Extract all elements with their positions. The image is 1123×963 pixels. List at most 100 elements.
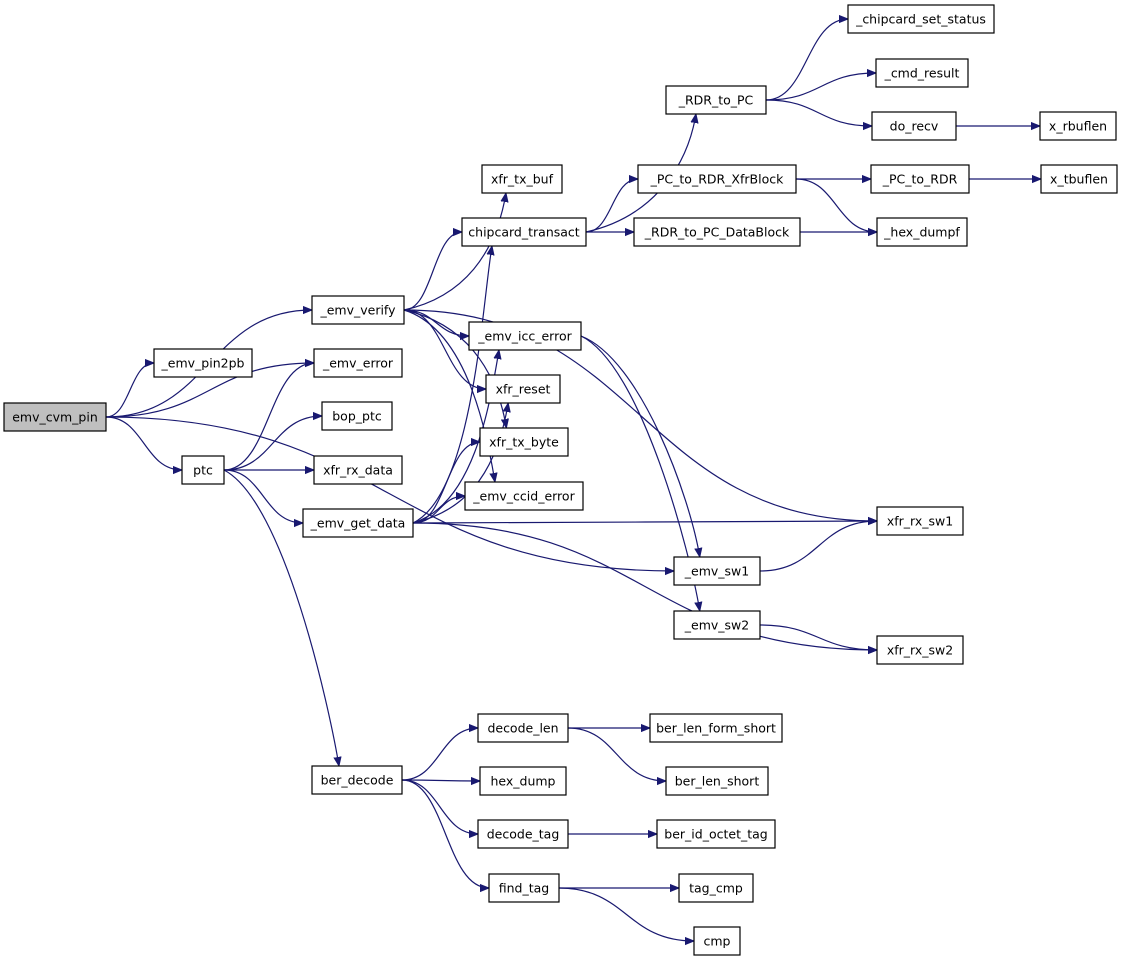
node-box [1040,164,1118,194]
node-label: xfr_tx_byte [489,435,559,450]
node-cmp[interactable]: cmp [693,926,741,956]
edge-emv_cvm_pin-to-_emv_error [105,363,314,418]
node-box [181,455,225,485]
node-_emv_verify[interactable]: _emv_verify [311,295,405,325]
node-label: _cmd_result [884,66,960,81]
node-label: _PC_to_RDR [882,172,958,187]
node-box [481,164,563,194]
node-box [656,819,776,849]
node-_emv_icc_error[interactable]: _emv_icc_error [468,321,582,351]
edge-emv_cvm_pin-to-ptc [105,416,182,470]
node-emv_cvm_pin[interactable]: emv_cvm_pin [3,402,107,432]
node-box [321,401,393,431]
node-box [464,481,584,511]
node-label: tag_cmp [689,881,743,896]
node-label: _emv_get_data [310,516,406,531]
node-box [870,164,970,194]
node-box [477,819,569,849]
node-box [876,635,964,665]
node-box [477,713,569,743]
node-ber_id_octet_tag[interactable]: ber_id_octet_tag [656,819,776,849]
node-label: ber_decode [321,773,394,788]
node-chipcard_transact[interactable]: chipcard_transact [461,217,587,247]
node-label: xfr_reset [496,382,551,397]
node-_emv_sw1[interactable]: _emv_sw1 [673,556,761,586]
node-find_tag[interactable]: find_tag [488,873,560,903]
edge-_emv_get_data-to-chipcard_transact [412,246,492,524]
node-_emv_ccid_error[interactable]: _emv_ccid_error [464,481,584,511]
node-_cmd_result[interactable]: _cmd_result [875,58,969,88]
node-ber_len_form_short[interactable]: ber_len_form_short [649,713,783,743]
node-label: _chipcard_set_status [855,12,986,27]
node-x_tbuflen[interactable]: x_tbuflen [1040,164,1118,194]
node-xfr_rx_sw2[interactable]: xfr_rx_sw2 [876,635,964,665]
node-label: x_rbuflen [1049,119,1107,134]
edge-_emv_get_data-to-_emv_ccid_error [412,496,465,524]
edge-_emv_get_data-to-xfr_rx_sw2 [412,522,877,650]
node-label: find_tag [499,881,549,896]
node-_hex_dumpf[interactable]: _hex_dumpf [876,217,968,247]
node-ptc[interactable]: ptc [181,455,225,485]
node-box [313,348,403,378]
node-x_rbuflen[interactable]: x_rbuflen [1039,111,1117,141]
node-_RDR_to_PC_DataBlock[interactable]: _RDR_to_PC_DataBlock [633,217,801,247]
edge-ber_decode-to-decode_len [401,728,478,781]
node-decode_tag[interactable]: decode_tag [477,819,569,849]
edge-_emv_get_data-to-xfr_rx_sw1 [412,521,877,523]
node-xfr_rx_sw1[interactable]: xfr_rx_sw1 [876,506,964,536]
edge-_emv_get_data-to-xfr_tx_byte [412,442,481,524]
node-label: x_tbuflen [1050,172,1108,187]
node-box [649,713,783,743]
edge-ber_decode-to-hex_dump [401,780,480,781]
node-_RDR_to_PC[interactable]: _RDR_to_PC [665,85,767,115]
node-label: _hex_dumpf [883,225,960,240]
node-do_recv[interactable]: do_recv [871,111,957,141]
edge-_emv_sw1-to-xfr_rx_sw1 [759,521,877,572]
node-label: bop_ptc [332,409,382,424]
node-bop_ptc[interactable]: bop_ptc [321,401,393,431]
edge-_RDR_to_PC-to-do_recv [765,99,872,126]
node-tag_cmp[interactable]: tag_cmp [678,873,754,903]
node-label: emv_cvm_pin [12,410,98,425]
edge-layer [105,19,1041,941]
node-box [311,295,405,325]
edge-chipcard_transact-to-_PC_to_RDR_XfrBlock [585,179,639,233]
node-_emv_error[interactable]: _emv_error [313,348,403,378]
node-box [485,374,561,404]
node-box [678,873,754,903]
node-box [479,766,567,796]
node-box [693,926,741,956]
node-label: _emv_icc_error [477,329,572,344]
node-box [673,610,761,640]
node-_chipcard_set_status[interactable]: _chipcard_set_status [847,4,995,34]
node-xfr_reset[interactable]: xfr_reset [485,374,561,404]
node-ber_decode[interactable]: ber_decode [311,765,403,795]
node-xfr_tx_byte[interactable]: xfr_tx_byte [479,427,569,457]
node-label: _RDR_to_PC [678,93,754,108]
node-_PC_to_RDR_XfrBlock[interactable]: _PC_to_RDR_XfrBlock [637,164,797,194]
edge-_emv_icc_error-to-_emv_sw1 [580,335,700,557]
node-box [665,766,769,796]
node-_emv_get_data[interactable]: _emv_get_data [302,508,414,538]
node-_PC_to_RDR[interactable]: _PC_to_RDR [870,164,970,194]
edge-ptc-to-_emv_error [223,363,314,471]
edge-ptc-to-bop_ptc [223,416,322,471]
edge-_emv_verify-to-xfr_tx_buf [403,193,506,311]
node-box [153,348,253,378]
node-label: _emv_pin2pb [161,356,245,371]
node-ber_len_short[interactable]: ber_len_short [665,766,769,796]
node-xfr_tx_buf[interactable]: xfr_tx_buf [481,164,563,194]
node-box [876,506,964,536]
node-label: _PC_to_RDR_XfrBlock [650,172,784,187]
node-box [468,321,582,351]
node-hex_dump[interactable]: hex_dump [479,766,567,796]
node-decode_len[interactable]: decode_len [477,713,569,743]
node-box [875,58,969,88]
node-label: decode_len [487,721,558,736]
node-_emv_pin2pb[interactable]: _emv_pin2pb [153,348,253,378]
edge-_emv_verify-to-_emv_icc_error [403,309,469,336]
node-label: _emv_verify [319,303,396,318]
edge-_PC_to_RDR_XfrBlock-to-_hex_dumpf [795,178,877,232]
node-_emv_sw2[interactable]: _emv_sw2 [673,610,761,640]
node-xfr_rx_data[interactable]: xfr_rx_data [313,455,403,485]
